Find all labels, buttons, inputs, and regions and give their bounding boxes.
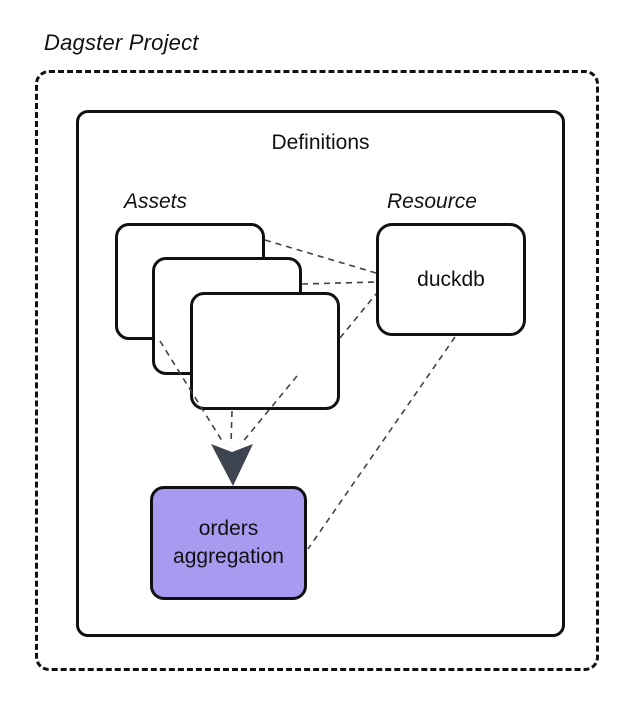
asset-card-front	[190, 292, 340, 410]
orders-node-label: orders aggregation	[173, 516, 284, 568]
duckdb-resource-node: duckdb	[376, 223, 526, 336]
assets-group-label: Assets	[124, 190, 188, 213]
duckdb-node-label: duckdb	[417, 267, 485, 291]
dagster-project-boundary	[35, 70, 599, 671]
orders-aggregation-node: orders aggregation	[150, 486, 307, 600]
definitions-label: Definitions	[271, 131, 370, 154]
resource-group-label: Resource	[387, 190, 477, 213]
project-title: Dagster Project	[44, 30, 199, 55]
